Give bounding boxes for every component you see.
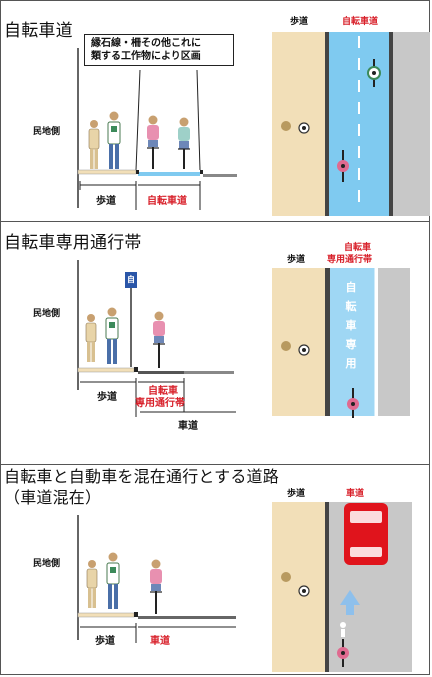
curb [134,612,138,617]
sidewalk-surface [77,367,135,373]
cyclist-icon [178,117,190,169]
lane-marking-char: 転 [345,300,357,313]
cyclist-icon [153,311,165,368]
section-sidewalk-label: 歩道 [95,636,115,647]
plan-cyclist-icon [337,639,349,667]
plan-curb-right [389,32,393,216]
cyclist-icon [150,559,162,614]
plan-sidewalk [272,268,325,416]
plan-cyclist-icon [347,388,359,418]
plan-sidewalk-label: 歩道 [287,255,306,265]
panel-title: 自転車専用通行帯 [4,233,142,253]
section-road-label: 車道 [150,636,170,647]
pedestrian-icon [86,560,98,608]
section-sidewalk-label: 歩道 [97,392,117,403]
direction-arrow-icon [340,590,360,615]
sidewalk-surface [77,612,135,618]
cyclist-icon [147,115,159,169]
section-bike-lane-label-2: 専用通行帯 [135,398,185,409]
private-land-side-label: 民地側 [33,559,61,569]
plan-cyclist-icon [367,59,381,87]
plan-bike-lane-label-2: 専用通行帯 [327,255,373,265]
plan-curb-left [325,32,329,216]
sign-glyph: 自 [127,275,135,284]
plan-pedestrian-icon [281,341,291,351]
pedestrian-icon [105,307,119,364]
cross-section-diagram [77,48,237,210]
road-surface [184,371,234,374]
plan-bike-track-label: 自転車道 [342,17,379,27]
road-surface [203,174,237,177]
car-icon [344,503,388,565]
plan-sidewalk-label: 歩道 [290,17,309,27]
lane-marking-char: 用 [345,357,357,370]
plan-bike-lane-label-1: 自転車 [344,243,372,253]
section-road-label: 車道 [178,421,198,432]
callout-line-2: 類する工作物により区画 [91,51,201,62]
plan-curb [325,502,329,672]
plan-road-label: 車道 [346,489,365,499]
road-surface [138,616,236,619]
plan-sidewalk [272,502,325,672]
panel-mixed-traffic: 自転車と自動車を混在通行とする道路 （車道混在） 民地側 [0,465,430,677]
plan-view-diagram [272,268,410,418]
road-marking-icon [340,622,346,637]
plan-road [378,268,410,416]
panel-bicycle-track: 自転車道 民地側 縁石線・柵その他これに 類する工作物により区画 [0,0,430,222]
section-sidewalk-label: 歩道 [96,196,116,207]
private-land-side-label: 民地側 [33,127,61,137]
cross-section-diagram [77,515,236,643]
plan-pedestrian-icon [281,572,291,582]
bike-lane-surface [138,371,184,374]
panel-bicycle-lane: 自転車専用通行帯 民地側 [0,222,430,465]
bicycle-lane-sign-icon [125,272,137,288]
separation-callout: 縁石線・柵その他これに 類する工作物により区画 [84,34,234,66]
callout-leader-left [135,69,141,171]
cross-section-diagram [77,260,236,417]
curb [134,367,138,372]
bike-track-surface [138,172,200,176]
plan-view-diagram [272,502,412,672]
plan-sidewalk-label: 歩道 [287,489,306,499]
private-land-side-label: 民地側 [33,309,61,319]
plan-cyclist-icon [337,150,349,182]
plan-pedestrian-icon [281,121,291,131]
pedestrian-icon [106,552,120,609]
plan-view-diagram [272,32,430,216]
pedestrian-icon [107,111,121,169]
lane-marking-char: 自 [345,281,357,294]
section-bike-track-label: 自転車道 [147,196,187,207]
lane-marking-text: 自 転 車 専 用 [345,278,357,373]
sidewalk-surface [77,169,137,175]
pedestrian-icon [85,314,97,362]
curb-left [136,170,139,174]
lane-marking-char: 車 [345,319,357,332]
plan-curb [325,268,330,416]
panel-title: 自転車道 [4,21,73,41]
panel-title-line-2: （車道混在） [4,488,102,507]
plan-road [393,32,430,216]
curb-right [200,170,203,174]
pedestrian-icon [88,120,100,169]
lane-marking-char: 専 [345,338,357,351]
callout-leader-right [196,69,201,171]
panel-title-line-1: 自転車と自動車を混在通行とする道路 [4,467,279,486]
plan-sidewalk [272,32,325,216]
section-bike-lane-label-1: 自転車 [148,386,178,397]
callout-line-1: 縁石線・柵その他これに [91,38,201,49]
